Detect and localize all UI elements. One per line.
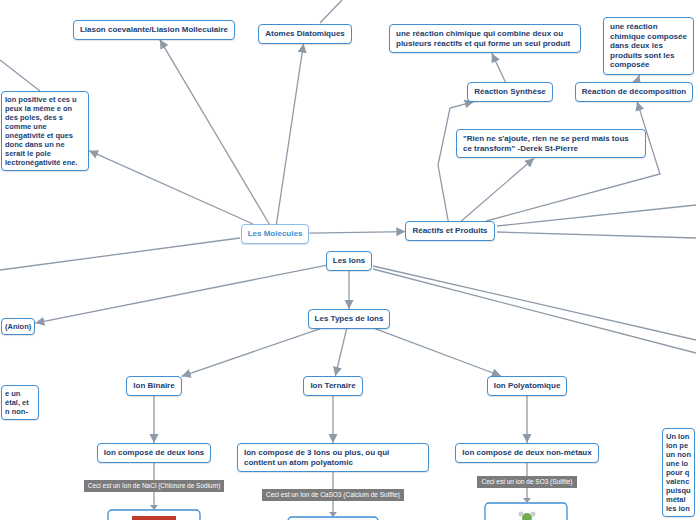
image-frame: [485, 503, 567, 520]
image-frame: [288, 517, 378, 520]
connector: [375, 329, 501, 376]
arrowhead: [523, 498, 531, 503]
topic-box: Réaction Synthèse: [467, 82, 553, 102]
topic-box: Ion composé de deux non-métaux: [455, 443, 598, 463]
node-text: Réaction Synthèse: [474, 87, 546, 97]
node-text: Ion composé de deux non-métaux: [462, 448, 591, 458]
branch-line: [153, 492, 154, 507]
topic-box: une réaction chimique qui combine deux o…: [389, 24, 581, 53]
image-picture: [519, 512, 524, 517]
node-text: Les Molecules: [248, 229, 303, 239]
arrowhead: [150, 505, 158, 510]
topic-box: Ion composé de 3 Ions ou plus, ou qui co…: [237, 443, 429, 472]
branch-line: [0, 60, 40, 91]
node-text: Ion positive et ces u peux la même e on …: [5, 95, 85, 167]
connector: [153, 396, 154, 443]
connector: [35, 265, 326, 323]
arrowhead: [329, 512, 337, 517]
node-text: Ion Binaire: [133, 381, 174, 391]
topic-box: Ion Ternaire: [303, 376, 362, 396]
branch-line: [373, 266, 696, 340]
node-text: Réaction de décomposition: [582, 87, 686, 97]
connector: [182, 329, 321, 377]
image-picture: [132, 516, 176, 520]
topic-box: Les Types de Ions: [308, 309, 391, 329]
connector: [486, 102, 660, 221]
node-text: Ceci est un ion de SO3 (Sulfite): [481, 478, 572, 486]
connector: [526, 396, 527, 443]
connector: [153, 463, 154, 480]
connector: [89, 151, 253, 224]
node-text: une réaction chimique qui combine deux o…: [396, 29, 574, 48]
note-box: Ceci est un Ion de CaSO3 (Calcium de Sul…: [262, 489, 404, 501]
topic-box: Ion composé de deux Ions: [97, 443, 211, 463]
note-box: Ceci est un ion de SO3 (Sulfite): [477, 476, 576, 488]
note-box: Ceci est un Ion de NaCl (Chlorure de Sod…: [84, 480, 225, 492]
connector: [276, 44, 303, 224]
connector: [335, 329, 346, 376]
branch-line: [0, 238, 240, 270]
topic-box: Ion Polyatomique: [487, 376, 568, 396]
node-text: Ion Ternaire: [310, 381, 355, 391]
connector: [526, 463, 527, 476]
connector: [332, 472, 333, 489]
branch-line: [320, 0, 342, 23]
branch-line: [497, 232, 696, 238]
connector: [438, 102, 474, 221]
node-text: Ion Polyatomique: [494, 381, 561, 391]
node-text: Ion composé de deux Ions: [104, 448, 204, 458]
node-text: Ion composé de 3 Ions ou plus, ou qui co…: [244, 448, 422, 467]
node-text: Les Types de Ions: [315, 314, 384, 324]
topic-box: Ion positive et ces u peux la même e on …: [1, 91, 89, 171]
topic-box: Ion Binaire: [126, 376, 181, 396]
image-picture: [522, 513, 532, 520]
topic-box: Atomes Diatomiques: [258, 24, 352, 44]
topic-box: Liason coevalante/Liasion Molleculaire: [73, 20, 235, 40]
connector: [348, 271, 349, 309]
connector: [637, 75, 639, 82]
topic-box: Un Ion ion pe un non une lo pour q valen…: [662, 428, 695, 517]
node-text: Ceci est un Ion de CaSO3 (Calcium de Sul…: [266, 491, 400, 499]
connector: [160, 40, 269, 224]
topic-box: une réaction chimique composée dans deux…: [603, 17, 694, 75]
topic-box: "Rien ne s'ajoute, rien ne se perd mais …: [456, 129, 646, 158]
branch-line: [497, 205, 696, 226]
image-frame: [108, 510, 200, 520]
node-text: e un étal, et n non-: [5, 389, 35, 416]
node-text: "Rien ne s'ajoute, rien ne se perd mais …: [463, 134, 639, 153]
node-text: une réaction chimique composée dans deux…: [610, 22, 687, 70]
branch-line: [373, 269, 696, 353]
connector: [492, 53, 506, 82]
node-text: Liason coevalante/Liasion Molleculaire: [80, 25, 228, 35]
connector: [332, 396, 333, 443]
image-picture: [531, 512, 536, 517]
node-text: Réactifs et Produits: [412, 226, 487, 236]
topic-box: Les Molecules: [241, 224, 310, 244]
topic-box: (Anion): [1, 318, 35, 335]
topic-box: Les Ions: [326, 251, 372, 271]
node-text: Atomes Diatomiques: [265, 29, 345, 39]
topic-box: e un étal, et n non-: [1, 385, 39, 420]
connector: [309, 232, 405, 234]
topic-box: Réactifs et Produits: [405, 221, 494, 241]
node-text: Les Ions: [333, 256, 365, 266]
node-text: Un Ion ion pe un non une lo pour q valen…: [666, 432, 691, 513]
node-text: (Anion): [5, 322, 31, 331]
topic-box: Réaction de décomposition: [575, 82, 693, 102]
node-text: Ceci est un Ion de NaCl (Chlorure de Sod…: [88, 482, 221, 490]
